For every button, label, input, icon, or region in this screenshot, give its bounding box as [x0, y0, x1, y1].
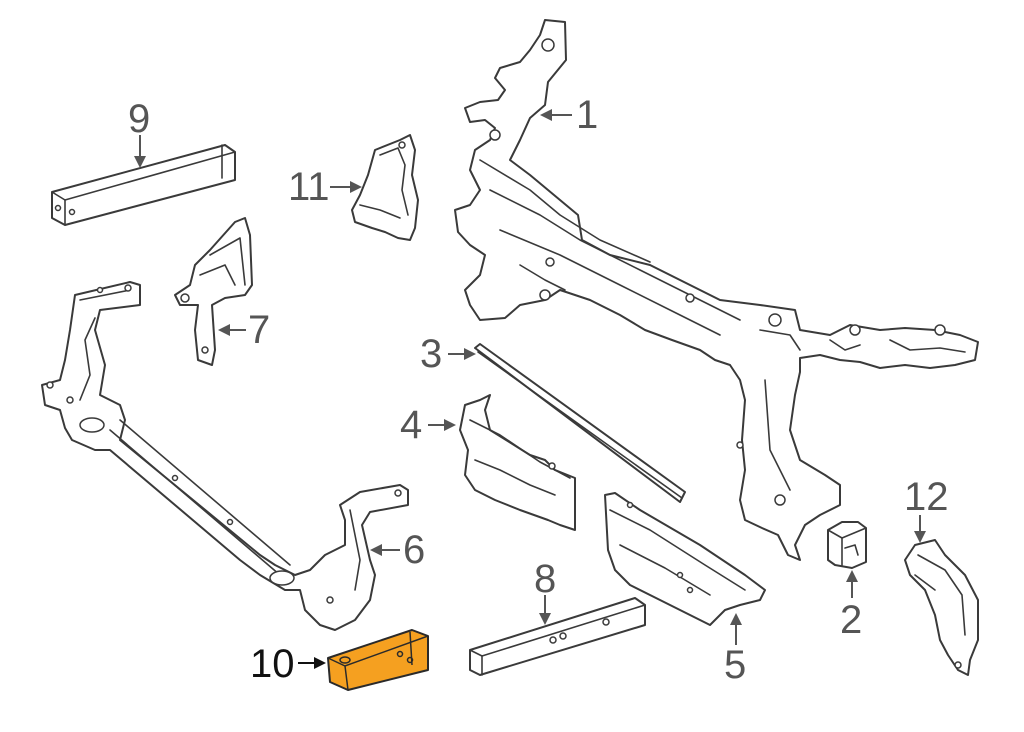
callout-1: 1 [540, 93, 598, 137]
callout-4: 4 [400, 403, 456, 447]
part-12-side-bracket[interactable] [904, 539, 979, 676]
callout-label-1: 1 [576, 93, 598, 137]
callout-label-5: 5 [724, 643, 746, 687]
callout-label-11: 11 [288, 165, 330, 209]
callout-10: 10 [250, 642, 326, 686]
part-5-lower-bracket[interactable] [604, 492, 766, 626]
callout-label-9: 9 [128, 97, 150, 141]
callout-5: 5 [724, 613, 746, 687]
part-7-bracket[interactable] [174, 217, 253, 366]
part-8-lower-bar[interactable] [469, 597, 646, 676]
part-6-lower-crossmember[interactable] [41, 281, 409, 631]
callout-label-3: 3 [420, 332, 442, 376]
part-1-radiator-support[interactable] [454, 19, 979, 561]
callout-2: 2 [840, 570, 862, 642]
callout-label-12: 12 [904, 475, 949, 519]
callout-label-2: 2 [840, 598, 862, 642]
callout-11: 11 [288, 165, 362, 209]
part-2-small-block[interactable] [827, 521, 867, 569]
callout-label-8: 8 [534, 557, 556, 601]
part-10-highlighted-block[interactable] [327, 629, 429, 691]
part-3-long-bar[interactable] [474, 343, 686, 503]
callout-label-6: 6 [403, 528, 425, 572]
part-9-upper-bar[interactable] [51, 144, 236, 226]
part-4-bracket[interactable] [459, 394, 576, 531]
callout-label-10: 10 [250, 642, 295, 686]
part-11-bracket[interactable] [351, 134, 419, 241]
callout-7: 7 [218, 308, 270, 352]
callout-12: 12 [904, 475, 949, 543]
callout-label-7: 7 [248, 308, 270, 352]
callout-label-4: 4 [400, 403, 422, 447]
callout-9: 9 [128, 97, 150, 168]
callout-3: 3 [420, 332, 476, 376]
callout-6: 6 [370, 528, 425, 572]
callout-8: 8 [534, 557, 556, 625]
